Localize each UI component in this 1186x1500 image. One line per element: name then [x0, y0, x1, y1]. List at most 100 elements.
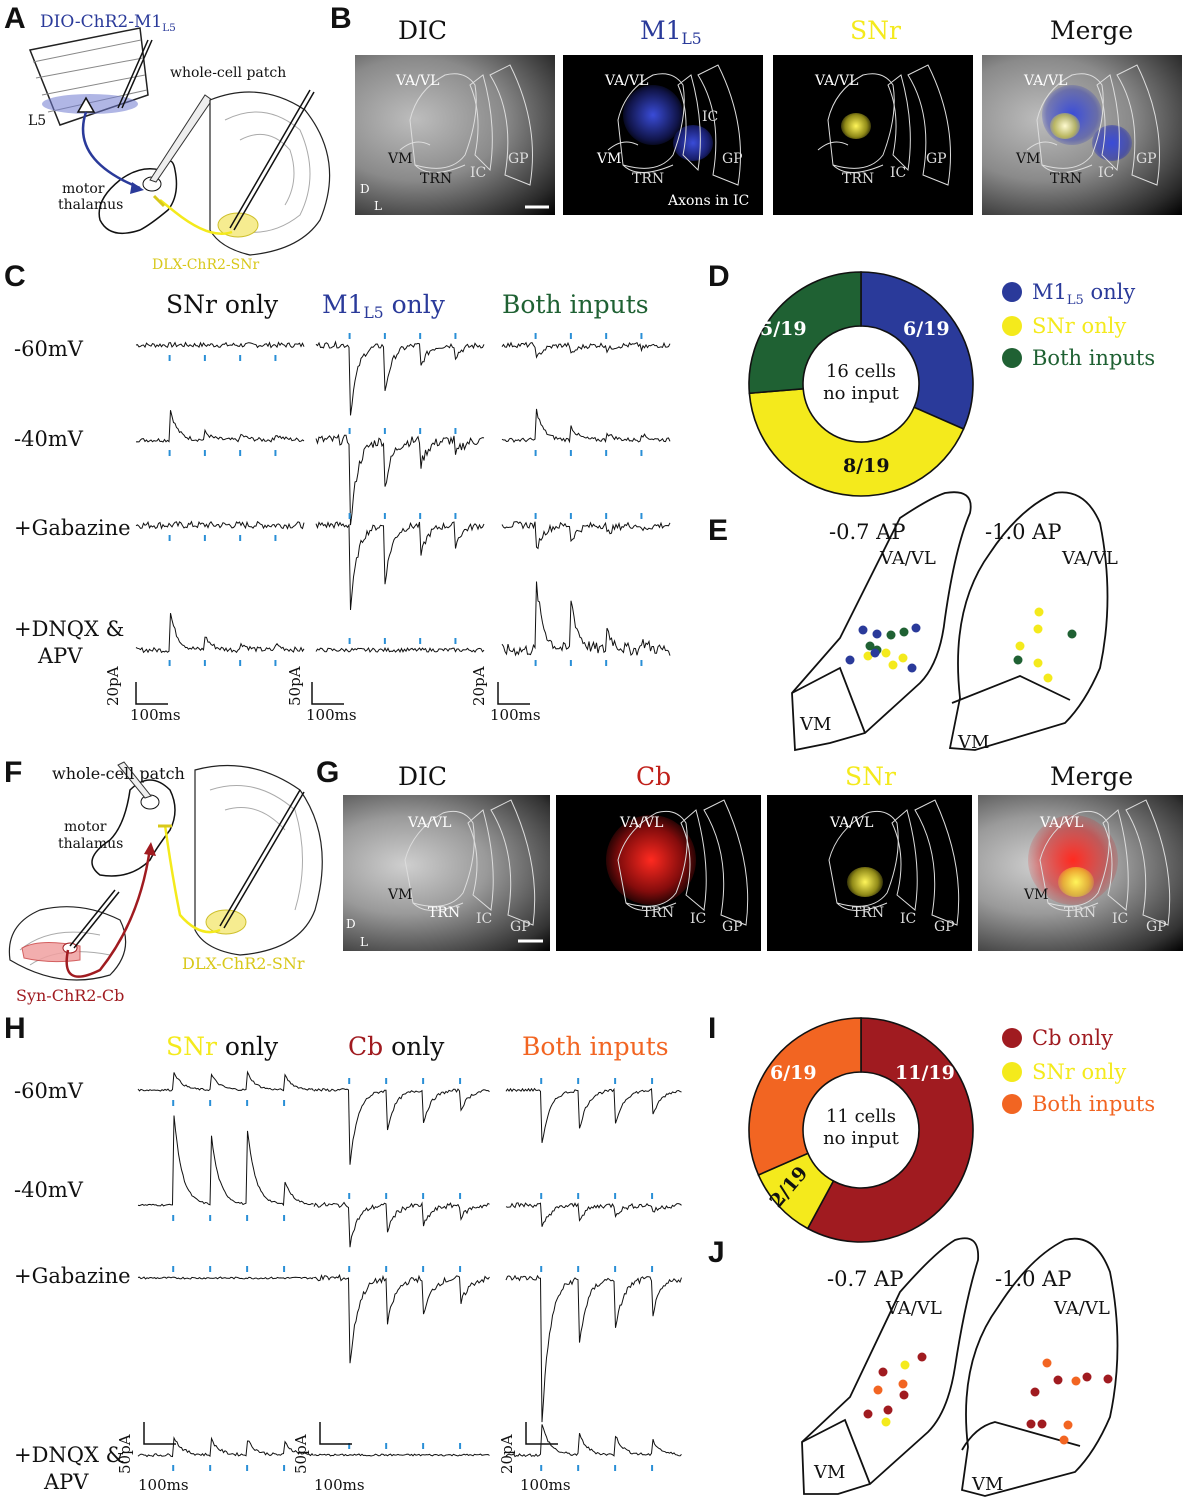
g-merge-gp: GP — [1146, 919, 1167, 935]
panel-label-i: I — [708, 1012, 717, 1045]
col-head-h-both: Both inputs — [522, 1032, 669, 1061]
trace-h-col3-row3 — [505, 1274, 682, 1423]
scatter-e-dot-12 — [907, 663, 917, 673]
scale-c2-v: 50pA — [286, 666, 304, 706]
g-merge-vm: VM — [1024, 887, 1049, 903]
trace-c-col2-row1 — [315, 340, 485, 416]
scatter-e-dot-14 — [870, 648, 880, 658]
b-m1-vm: VM — [597, 151, 622, 167]
donut-d-center-1: 16 cells — [825, 361, 897, 382]
row-c-60: -60mV — [14, 337, 83, 361]
scatter-e-dot-5 — [911, 623, 921, 633]
scale-h1-v: 50pA — [116, 1434, 134, 1474]
legend-dot-green — [1002, 347, 1022, 368]
region-outlines-g — [404, 799, 1171, 943]
b-dic-trn: TRN — [420, 171, 453, 187]
panel-label-a: A — [4, 2, 26, 35]
scatter-j-dot-9 — [883, 1405, 893, 1415]
scatter-e-dot-15 — [1034, 607, 1044, 617]
row-c-40: -40mV — [14, 427, 83, 451]
legend-dot-orange — [1002, 1093, 1022, 1114]
b-snr-ic: IC — [890, 165, 907, 181]
scatter-j-dot-10 — [1042, 1358, 1052, 1368]
scatter-j-dot-6 — [899, 1390, 909, 1400]
trace-h-col2-row4 — [313, 1453, 490, 1457]
b-dic-gp: GP — [508, 151, 529, 167]
scatter-j-dot-18 — [1063, 1420, 1073, 1430]
e-vm2: VM — [958, 732, 990, 753]
g-snr-gp: GP — [934, 919, 955, 935]
panel-label-d: D — [708, 260, 730, 293]
scatter-e-dot-10 — [898, 653, 908, 663]
region-outlines-b — [399, 64, 1160, 209]
donut-d-frac-blue: 6/19 — [903, 318, 950, 340]
col-head-c-snr: SNr only — [166, 290, 279, 319]
donut-d — [748, 271, 974, 497]
scatter-j-dot-3 — [917, 1352, 927, 1362]
g-axis-d: D — [346, 917, 356, 931]
traces-h — [137, 1070, 682, 1471]
b-merge-trn: TRN — [1050, 171, 1083, 187]
micrograph-g-cb — [556, 795, 761, 951]
micrograph-g-snr — [767, 795, 972, 951]
donut-d-frac-green: 5/19 — [760, 318, 807, 340]
dlx-label-a: DLX-ChR2-SNr — [152, 257, 260, 273]
f-thalamus: thalamus — [58, 836, 124, 852]
scale-c1-v: 20pA — [104, 666, 122, 706]
scatter-j-dot-4 — [873, 1385, 883, 1395]
scatter-e — [845, 607, 1077, 683]
b-m1-ic: IC — [702, 109, 719, 125]
f-motor: motor — [64, 819, 107, 835]
j-vavl2: VA/VL — [1054, 1298, 1110, 1319]
g-cb-trn: TRN — [642, 905, 675, 921]
donut-d-slice-2 — [748, 387, 965, 497]
col-head-c-m1: M1L5 only — [322, 290, 445, 323]
g-dic-vavl: VA/VL — [408, 815, 452, 831]
scatter-e-dot-18 — [1013, 655, 1023, 665]
scatter-e-dot-21 — [1067, 629, 1077, 639]
b-dic-vm: VM — [388, 151, 413, 167]
scatter-j-dot-5 — [898, 1379, 908, 1389]
col-head-g-snr: SNr — [845, 762, 896, 791]
trace-c-col3-row2 — [501, 408, 671, 444]
row-h-60: -60mV — [14, 1079, 83, 1103]
trace-h-col2-row3 — [313, 1273, 490, 1364]
scale-c1-h: 100ms — [130, 706, 181, 724]
scalebars-c — [135, 682, 530, 705]
scatter-j-dot-16 — [1026, 1419, 1036, 1429]
trace-h-col1-row4 — [137, 1436, 314, 1458]
donut-i-slice-3 — [748, 1017, 862, 1177]
g-dic-vm: VM — [388, 887, 413, 903]
b-m1-trn: TRN — [632, 171, 665, 187]
scatter-j — [863, 1352, 1113, 1445]
trace-h-col1-row1 — [137, 1070, 314, 1092]
trace-h-col2-row2 — [313, 1201, 490, 1248]
scatter-e-dot-3 — [886, 630, 896, 640]
row-h-dnqx: +DNQX & — [14, 1443, 125, 1467]
donut-d-slice-3 — [748, 271, 862, 395]
trace-c-col2-row2 — [315, 433, 485, 526]
b-snr-trn: TRN — [842, 171, 875, 187]
legend-dot-red — [1002, 1027, 1022, 1048]
micrograph-b-merge — [982, 55, 1182, 215]
b-axis-l: L — [374, 199, 382, 213]
scatter-j-dot-8 — [881, 1417, 891, 1427]
trace-h-col3-row4 — [505, 1424, 682, 1458]
j-vm1: VM — [814, 1462, 846, 1483]
scalebars-h — [143, 1422, 558, 1445]
legend-i-snr: SNr only — [1002, 1061, 1126, 1084]
row-h-gabazine: +Gabazine — [14, 1264, 131, 1288]
g-dic-trn: TRN — [428, 905, 461, 921]
scatter-e-dot-11 — [888, 660, 898, 670]
g-merge-ic: IC — [1112, 911, 1129, 927]
layer-label-a: L5 — [28, 113, 47, 129]
col-head-h-snr: SNr only — [166, 1032, 279, 1061]
b-merge-vm: VM — [1016, 151, 1041, 167]
scale-h3-h: 100ms — [520, 1476, 571, 1494]
scatter-e-dot-2 — [872, 629, 882, 639]
g-snr-ic: IC — [900, 911, 917, 927]
trace-c-col1-row2 — [135, 410, 305, 443]
thalamus-label-a: thalamus — [58, 197, 124, 213]
col-head-g-dic: DIC — [398, 762, 448, 791]
f-whole-cell: whole-cell patch — [52, 764, 185, 783]
